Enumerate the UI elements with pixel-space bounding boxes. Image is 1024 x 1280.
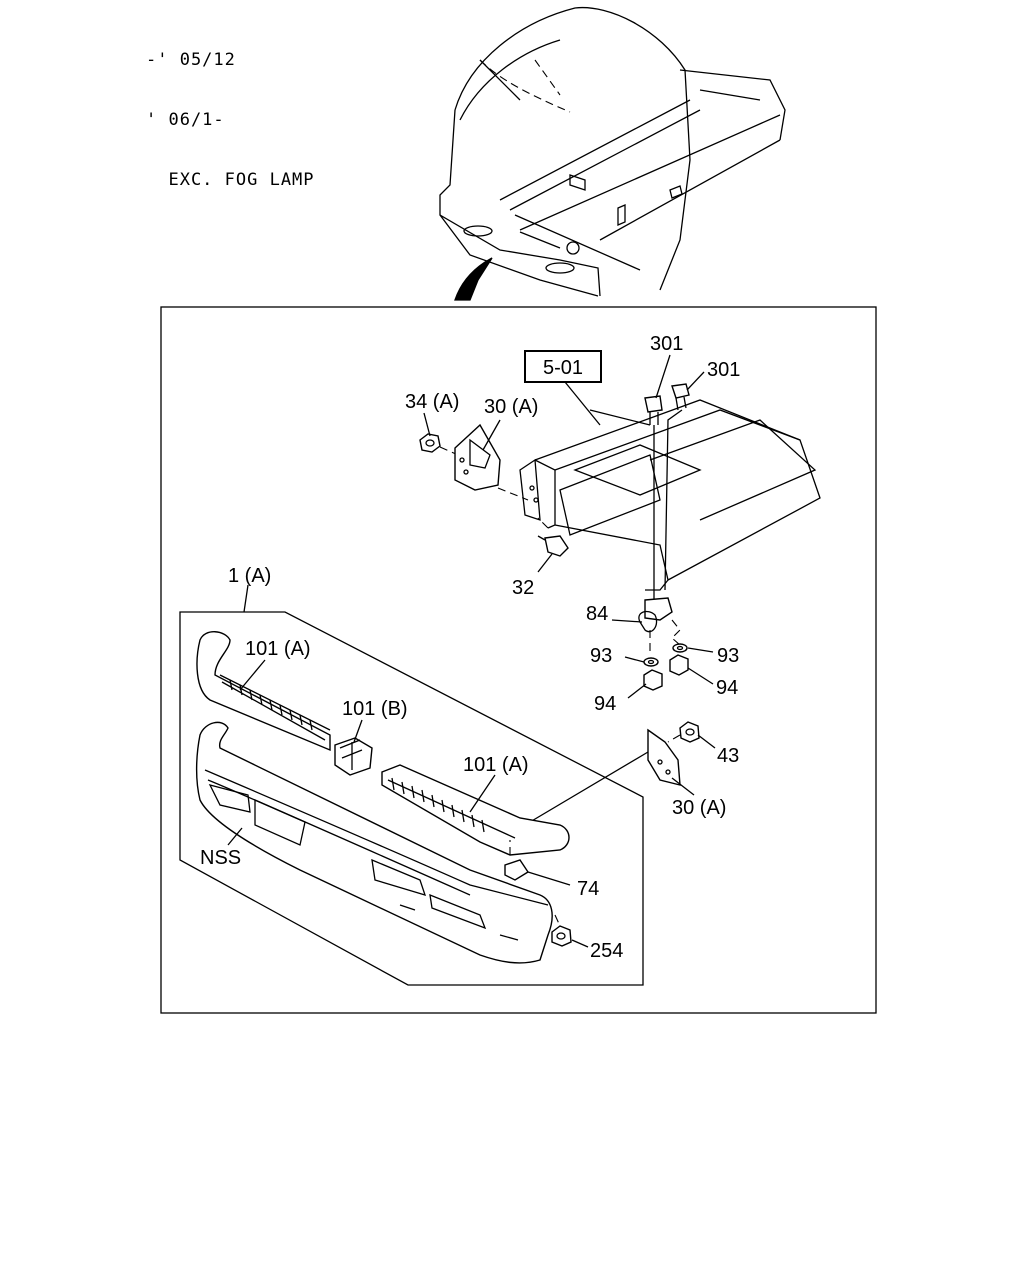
callout-101b: 101 (B) bbox=[342, 698, 408, 720]
callout-94-right: 94 bbox=[716, 677, 738, 699]
nut-43 bbox=[679, 721, 700, 743]
bumper-assembly-outline bbox=[179, 611, 644, 986]
callout-nss: NSS bbox=[200, 847, 241, 869]
callout-254: 254 bbox=[590, 940, 623, 962]
callout-34a: 34 (A) bbox=[405, 391, 459, 413]
applicability-note: -' 05/12 ' 06/1- EXC. FOG LAMP bbox=[146, 10, 315, 210]
bolt-301-right bbox=[671, 383, 690, 411]
bumper-center-pad-101b bbox=[334, 737, 373, 776]
leader-lines bbox=[227, 354, 716, 948]
bumper-side-trim-101a bbox=[381, 764, 570, 856]
callout-74: 74 bbox=[577, 878, 599, 900]
bracket-84 bbox=[638, 597, 673, 633]
date-range-line-1: -' 05/12 bbox=[146, 50, 236, 70]
nut-94-left bbox=[643, 669, 663, 691]
ref-box-5-01: 5-01 bbox=[524, 350, 602, 426]
nut-254 bbox=[551, 925, 572, 947]
callout-101a-upper: 101 (A) bbox=[245, 638, 311, 660]
callout-94-left: 94 bbox=[594, 693, 616, 715]
callout-93-left: 93 bbox=[590, 645, 612, 667]
callout-93-right: 93 bbox=[717, 645, 739, 667]
callout-43: 43 bbox=[717, 745, 739, 767]
clip-74 bbox=[504, 840, 529, 881]
ref-box-label: 5-01 bbox=[543, 357, 583, 379]
callout-301-right: 301 bbox=[707, 359, 740, 381]
bracket-30a-upper bbox=[454, 423, 501, 491]
washer-93-right bbox=[672, 643, 688, 653]
bumper-upper-trim-101a bbox=[196, 631, 331, 752]
callout-101a-side: 101 (A) bbox=[463, 754, 529, 776]
nut-94-right bbox=[669, 654, 689, 676]
option-line: EXC. FOG LAMP bbox=[146, 170, 315, 190]
chassis-frame bbox=[519, 399, 821, 591]
bolt-32 bbox=[537, 535, 569, 557]
bumper-main-body bbox=[195, 721, 553, 964]
callout-32: 32 bbox=[512, 577, 534, 599]
callout-301-left: 301 bbox=[650, 333, 683, 355]
truck-overview-illustration bbox=[439, 6, 786, 301]
callout-84: 84 bbox=[586, 603, 608, 625]
nut-34a bbox=[419, 433, 441, 453]
callout-30a-upper: 30 (A) bbox=[484, 396, 538, 418]
date-range-line-2: ' 06/1- bbox=[146, 110, 225, 130]
callout-1a: 1 (A) bbox=[228, 565, 271, 587]
detail-panel-frame bbox=[160, 306, 877, 1014]
callout-30a-lower: 30 (A) bbox=[672, 797, 726, 819]
bolt-301-left bbox=[644, 395, 663, 425]
washer-93-left bbox=[643, 657, 659, 667]
